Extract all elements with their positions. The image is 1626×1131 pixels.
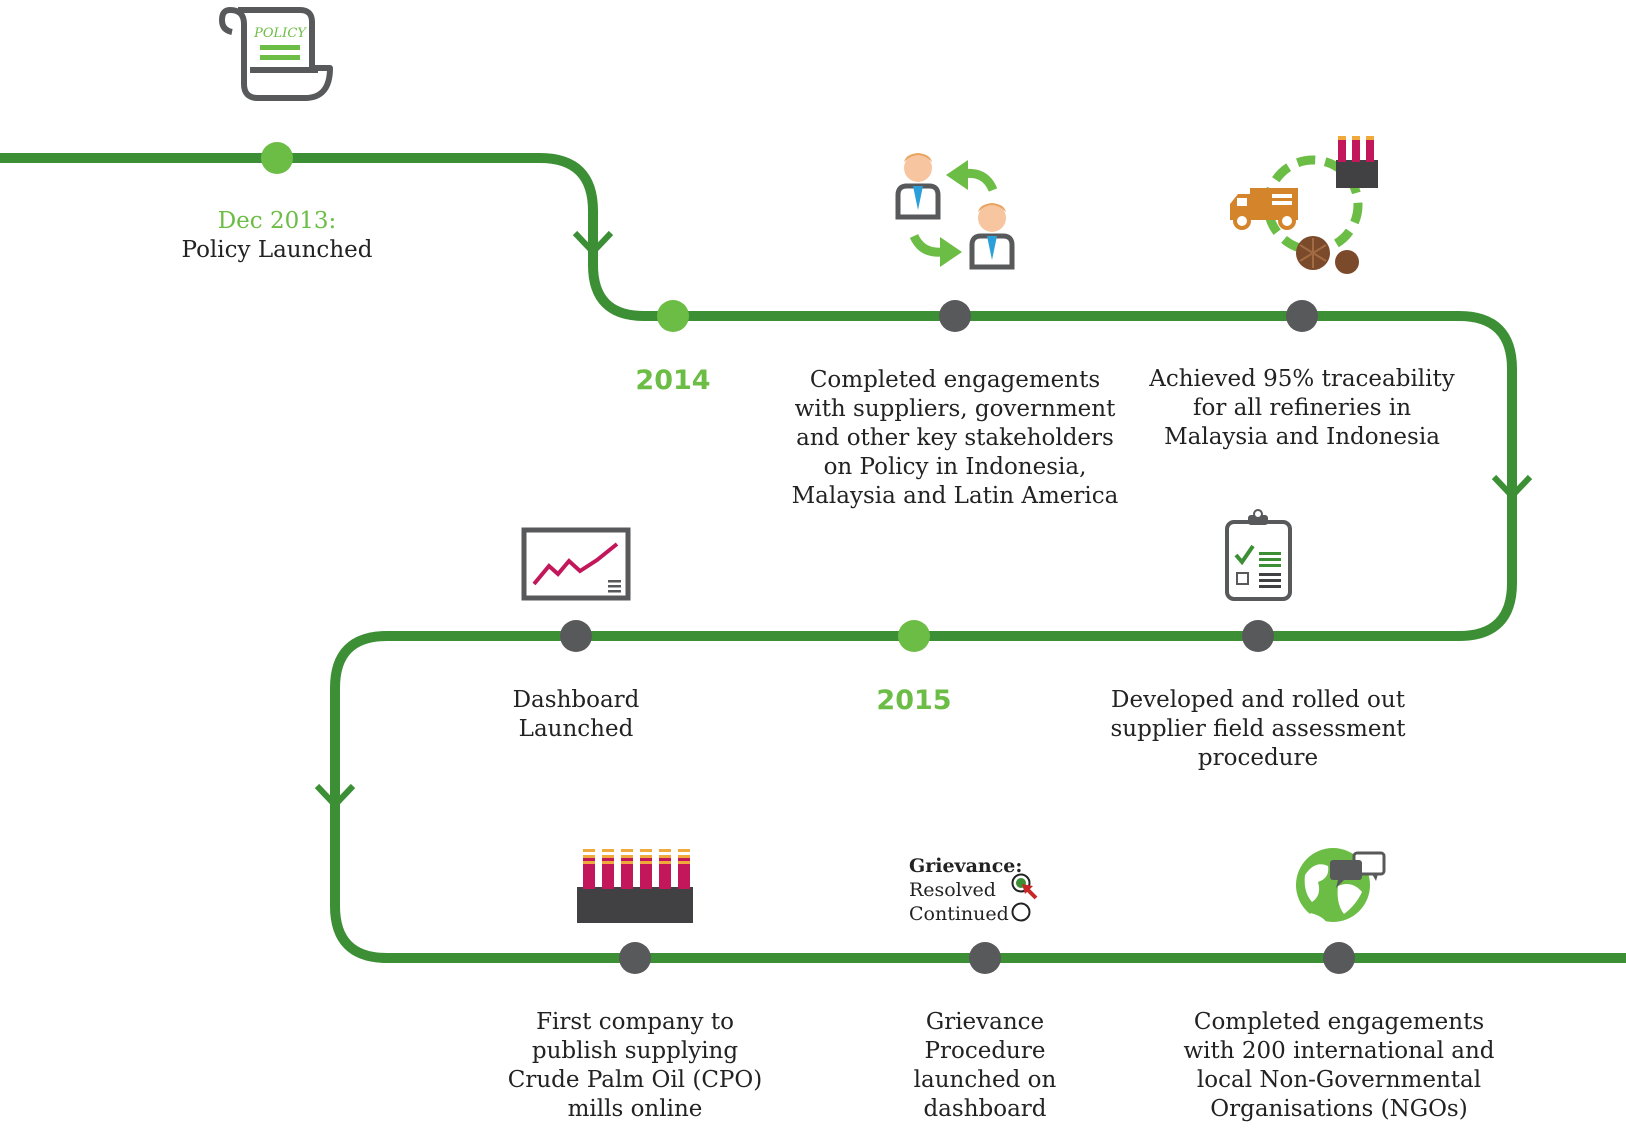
stakeholders-exchange-icon (895, 153, 1015, 270)
milestone-dot-engagements (939, 300, 971, 332)
direction-arrow-1 (572, 230, 614, 257)
milestone-dot-2014 (657, 300, 689, 332)
direction-arrow-3 (314, 783, 356, 810)
direction-arrow-2 (1491, 474, 1533, 501)
globe-chat-icon (1296, 848, 1386, 927)
grievance-radio-icon (1011, 873, 1038, 922)
factory-mills-icon (577, 849, 693, 923)
milestone-dot-traceability (1286, 300, 1318, 332)
dashboard-chart-icon (521, 527, 631, 601)
grievance-icon-text: Grievance: Resolved Continued (909, 854, 1022, 926)
milestone-dot-assessment (1242, 620, 1274, 652)
grievance-option-resolved: Resolved (909, 879, 996, 901)
policy-scroll-icon: POLICY (219, 7, 333, 101)
clipboard-checklist-icon (1225, 509, 1292, 601)
milestone-dot-2015 (898, 620, 930, 652)
milestone-dot-dashboard (560, 620, 592, 652)
milestone-dot-cpo (619, 942, 651, 974)
milestone-dot-policy (261, 142, 293, 174)
grievance-option-continued: Continued (909, 903, 1009, 925)
policy-date-label: Dec 2013: Policy Launched (181, 208, 373, 263)
policy-label: Policy Launched (181, 237, 373, 263)
grievance-icon-title: Grievance: (909, 855, 1023, 877)
supply-chain-cycle-icon (1230, 136, 1378, 274)
year-2015-label: 2015 (876, 685, 952, 716)
svg-text:POLICY: POLICY (253, 26, 307, 41)
timeline-track (0, 153, 1626, 963)
milestone-dot-ngo (1323, 942, 1355, 974)
milestone-dot-grievance (969, 942, 1001, 974)
year-2014-label: 2014 (635, 365, 711, 396)
